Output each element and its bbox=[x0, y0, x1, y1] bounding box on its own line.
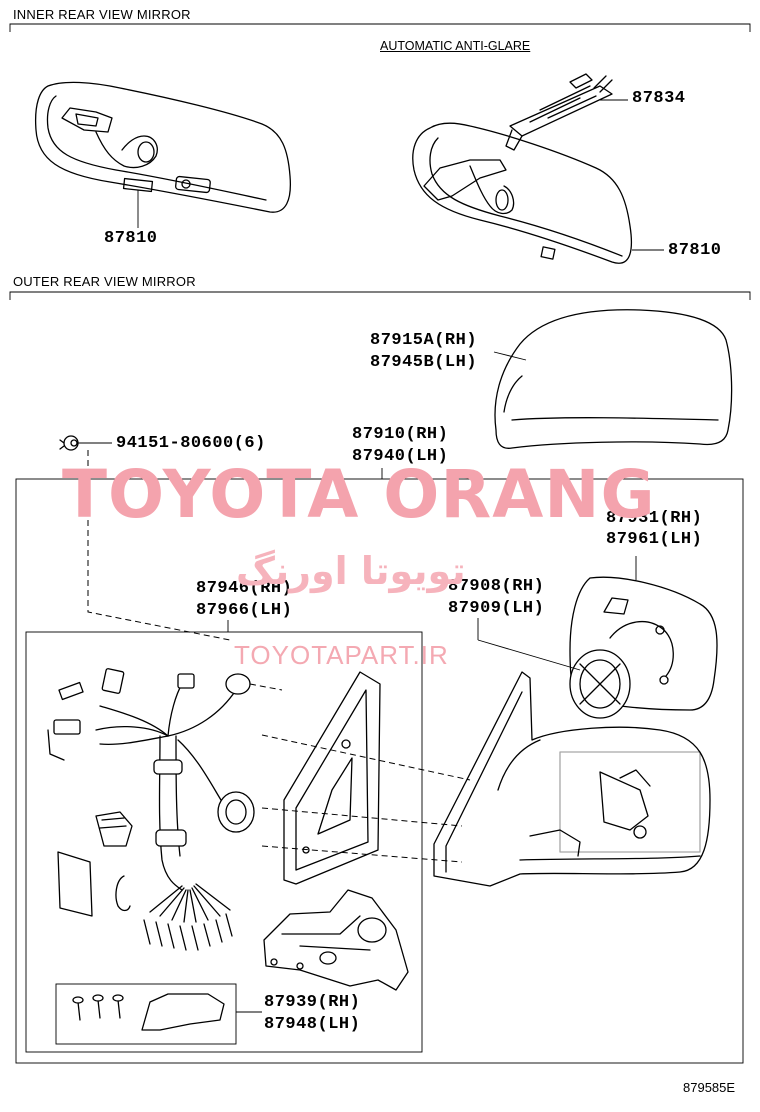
cover-piece bbox=[141, 993, 225, 1031]
label-87810-left: 87810 bbox=[104, 229, 158, 248]
mirror-motor bbox=[569, 649, 631, 719]
screws bbox=[72, 994, 124, 1021]
label-87948: 87948(LH) bbox=[264, 1015, 361, 1034]
label-87915a: 87915A(RH) bbox=[370, 331, 478, 350]
mirror-cover bbox=[494, 309, 733, 449]
watermark-persian: تویوتا اورنگ bbox=[236, 549, 466, 593]
dashed-line-2 bbox=[261, 807, 463, 827]
mirror-glass bbox=[569, 576, 718, 711]
label-87810-right: 87810 bbox=[668, 241, 722, 260]
leader-87915a bbox=[493, 351, 527, 361]
inner-section-bracket bbox=[9, 23, 751, 32]
inner-mirror-standard bbox=[34, 81, 292, 213]
outer-mirror-housing bbox=[433, 671, 711, 887]
screw-subbox bbox=[55, 983, 237, 1045]
label-94151: 94151-80600(6) bbox=[116, 434, 266, 453]
dashed-line-1 bbox=[261, 734, 471, 781]
figure-code: 879585E bbox=[683, 1080, 736, 1095]
label-87946: 87946(RH) bbox=[196, 579, 293, 598]
watermark-main: TOYOTA ORANG bbox=[62, 456, 656, 533]
dashed-line-4 bbox=[249, 683, 283, 691]
mirror-base bbox=[283, 671, 381, 885]
label-87961: 87961(LH) bbox=[606, 530, 703, 549]
label-87945b: 87945B(LH) bbox=[370, 353, 478, 372]
wire-harness bbox=[47, 668, 255, 951]
inner-mirror-auto-antiglare bbox=[412, 73, 633, 264]
label-87909: 87909(LH) bbox=[448, 599, 545, 618]
dashed-clip-line bbox=[87, 450, 231, 641]
label-87908: 87908(RH) bbox=[448, 577, 545, 596]
auto-antiglare-subtitle: AUTOMATIC ANTI-GLARE bbox=[380, 39, 531, 53]
label-87939: 87939(RH) bbox=[264, 993, 361, 1012]
outer-section-bracket bbox=[9, 291, 751, 300]
outer-assembly-frame bbox=[15, 478, 744, 1064]
actuator-87939 bbox=[263, 889, 409, 991]
label-87940: 87940(LH) bbox=[352, 447, 449, 466]
watermark-site: TOYOTAPART.IR bbox=[234, 640, 449, 670]
label-87834: 87834 bbox=[632, 89, 686, 108]
outer-mirror-section-title: OUTER REAR VIEW MIRROR bbox=[13, 274, 196, 289]
leader-87908-b bbox=[477, 639, 581, 671]
label-87931: 87931(RH) bbox=[606, 509, 703, 528]
clip-94151 bbox=[59, 435, 79, 451]
inner-mirror-section-title: INNER REAR VIEW MIRROR bbox=[13, 7, 191, 22]
label-87966: 87966(LH) bbox=[196, 601, 293, 620]
dashed-line-3 bbox=[261, 845, 463, 863]
harness-small-parts bbox=[57, 811, 133, 917]
label-87910: 87910(RH) bbox=[352, 425, 449, 444]
harness-kit-frame bbox=[25, 631, 423, 1053]
